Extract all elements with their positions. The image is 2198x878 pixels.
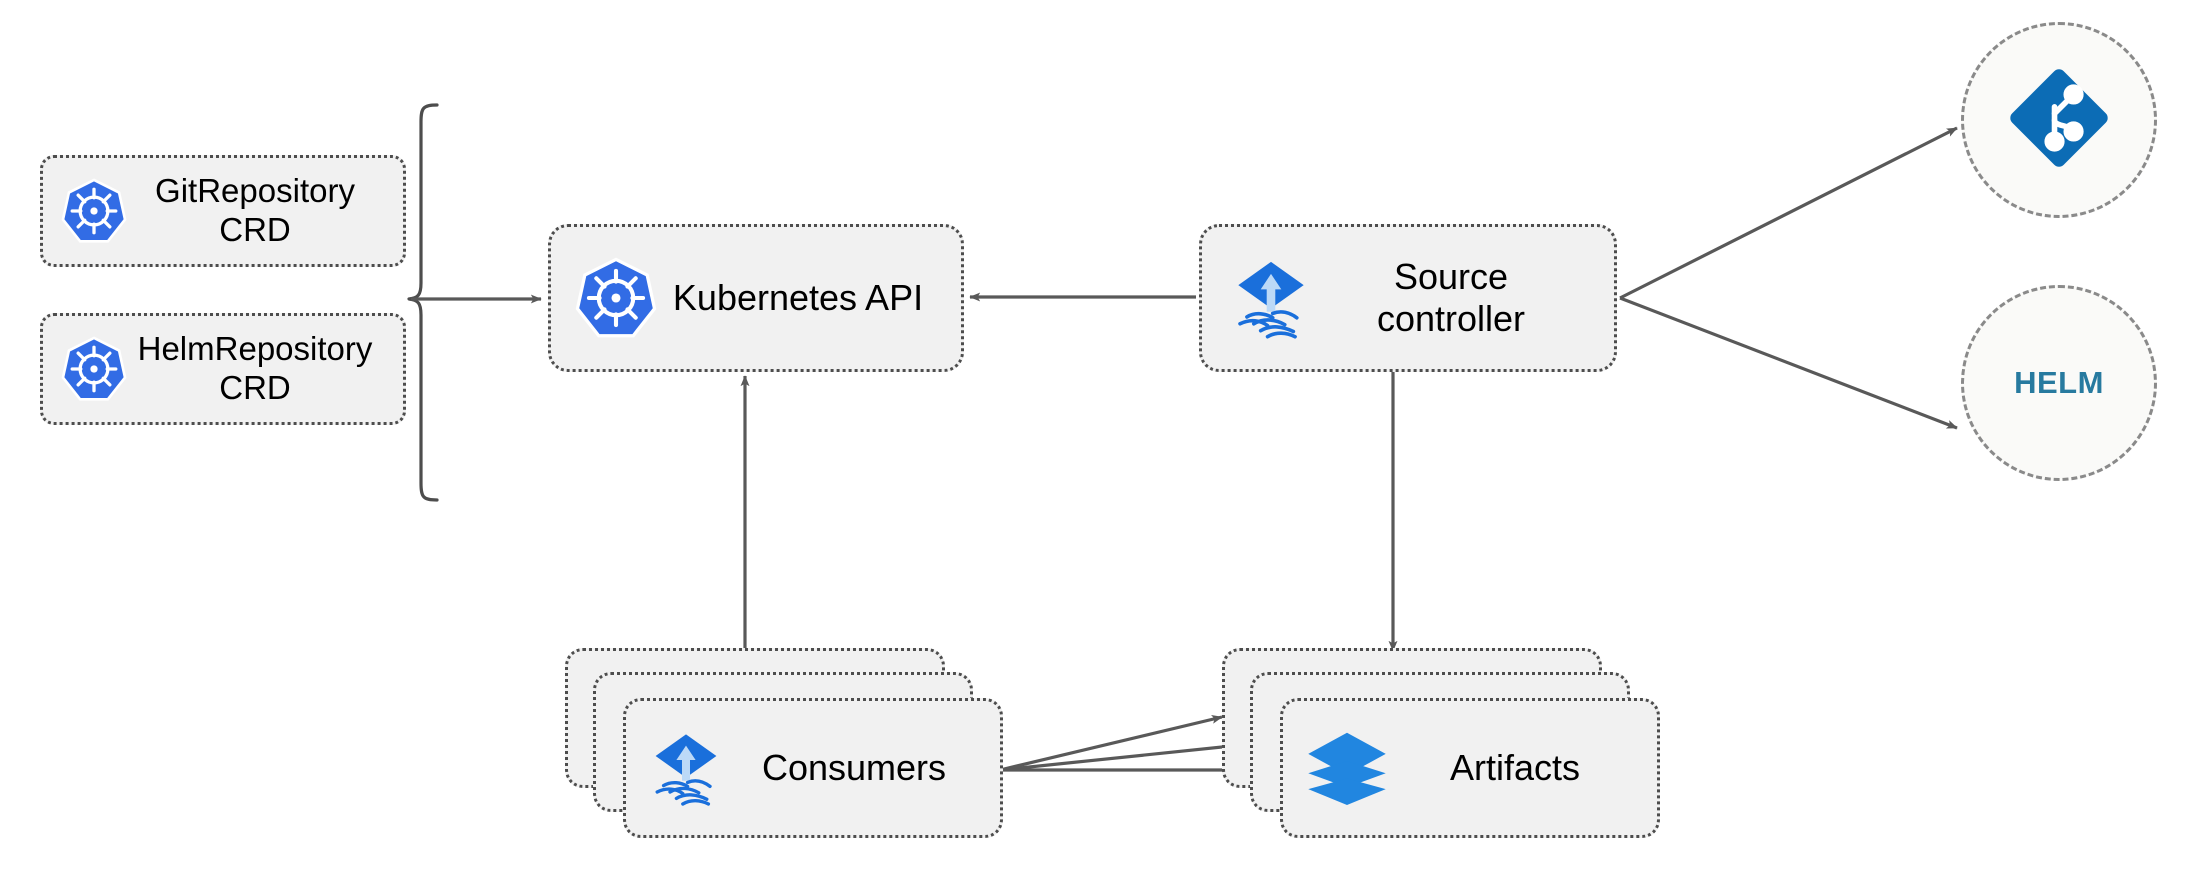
git-branch-icon: [2003, 62, 2115, 179]
helm-wheel-icon: HELM: [2000, 324, 2118, 442]
node-helm-provider[interactable]: HELM: [1961, 285, 2157, 481]
kubernetes-icon: [61, 336, 127, 402]
node-label: Source controller: [1376, 255, 1526, 339]
edge-consumers-to-artifacts-1: [999, 714, 1223, 772]
node-label: Artifacts: [1449, 746, 1581, 788]
kubernetes-icon: [61, 178, 127, 244]
flux-source-icon: [1228, 255, 1314, 341]
node-label: Kubernetes API: [672, 276, 924, 318]
node-label: HelmRepository CRD: [137, 330, 373, 406]
kubernetes-icon: [575, 257, 657, 339]
node-label: Consumers: [761, 746, 947, 788]
node-git-repository-crd[interactable]: GitRepository CRD: [40, 155, 406, 267]
layers-icon: [1303, 724, 1391, 812]
edge-source-controller-to-helm: [1619, 296, 1958, 430]
flux-source-icon: [646, 728, 726, 808]
node-git-provider[interactable]: [1961, 22, 2157, 218]
node-consumers[interactable]: Consumers: [623, 698, 1003, 838]
node-source-controller[interactable]: Source controller: [1199, 224, 1617, 372]
node-artifacts[interactable]: Artifacts: [1280, 698, 1660, 838]
node-helm-repository-crd[interactable]: HelmRepository CRD: [40, 313, 406, 425]
node-kubernetes-api[interactable]: Kubernetes API: [548, 224, 964, 372]
helm-wordmark: HELM: [2000, 324, 2118, 442]
edge-source-controller-to-git: [1619, 126, 1958, 300]
node-label: GitRepository CRD: [155, 172, 355, 248]
edge-consumers-to-artifacts-2: [999, 740, 1252, 772]
crd-group-brace: [407, 103, 439, 502]
